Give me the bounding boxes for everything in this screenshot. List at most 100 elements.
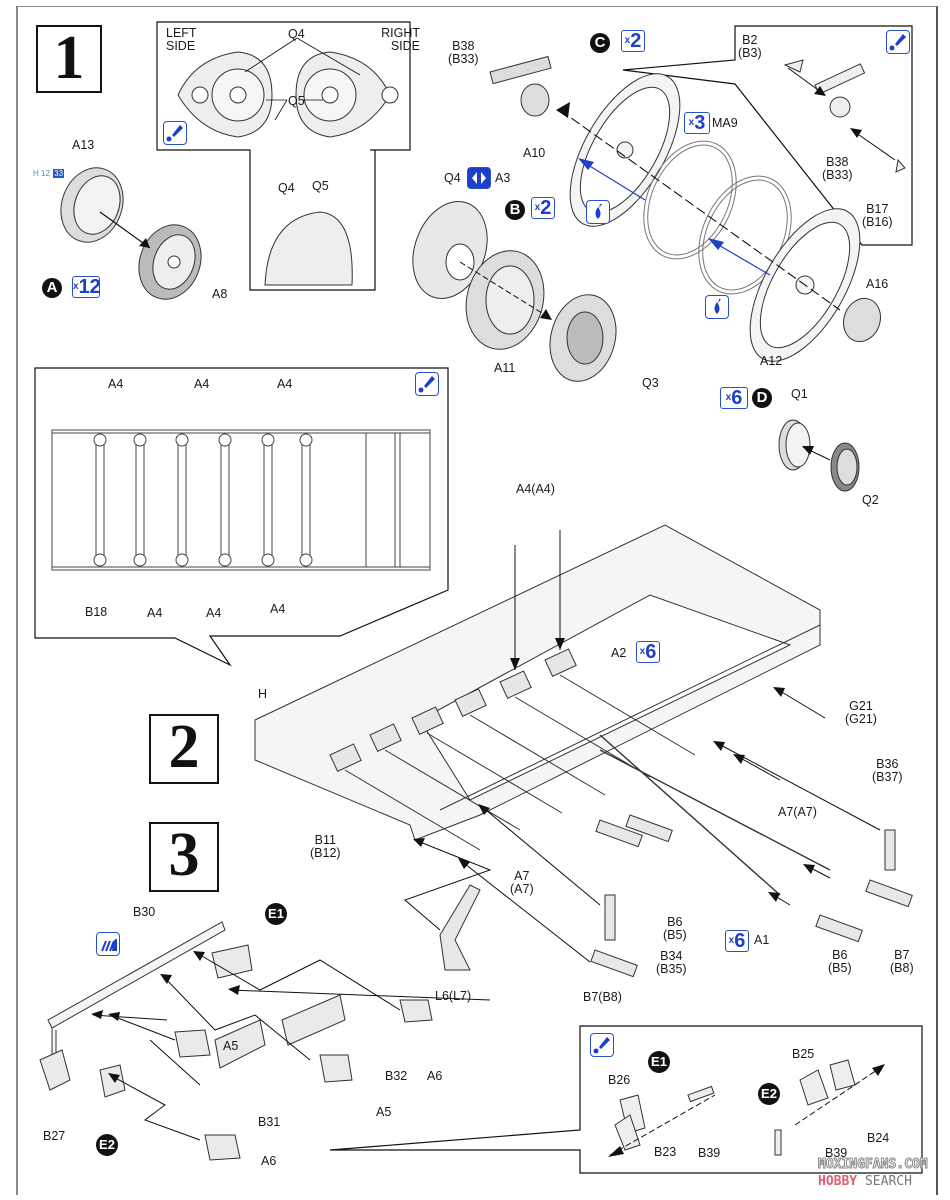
label-b39-left: B39 <box>698 1146 721 1160</box>
label-b24: B24 <box>867 1131 890 1145</box>
label-b6-top: B6 (B5) <box>663 915 687 942</box>
color-code-number: 33 <box>53 169 65 178</box>
label-a2: A2 <box>611 646 627 660</box>
glue-drop-icon <box>705 295 729 319</box>
detail-e1-badge: E1 <box>648 1051 670 1073</box>
label-q3: Q3 <box>642 376 659 390</box>
suspension-housing <box>499 670 532 699</box>
quantity-b: 2 <box>540 197 552 219</box>
idler-arm <box>489 55 552 117</box>
quantity-badge-d: x6 <box>720 387 748 409</box>
label-b27: B27 <box>43 1129 66 1143</box>
paint-brush-icon <box>590 1033 614 1057</box>
label-a6-bottom: A6 <box>261 1154 277 1168</box>
label-a12: A12 <box>760 354 783 368</box>
axle-lines <box>599 734 831 896</box>
label-b7-right: B7 (B8) <box>890 948 914 975</box>
inset-frame-topview <box>34 367 449 667</box>
bearing-a4 <box>218 433 232 447</box>
label-b6-bottom: B6 (B5) <box>828 948 852 975</box>
detail-e1-parts <box>614 1085 715 1151</box>
quantity-d: 6 <box>731 387 743 409</box>
watermark-brand-highlight: HOBBY <box>818 1174 858 1189</box>
label-a3: A3 <box>495 171 511 185</box>
housing-detail <box>264 211 353 286</box>
texture-stripes-icon <box>96 932 120 956</box>
suspension-housing <box>411 706 444 735</box>
label-b36: B36 (B37) <box>872 757 903 784</box>
label-b17: B17 (B16) <box>862 202 893 229</box>
torsion-bar <box>426 732 563 814</box>
rubber-ring-1 <box>643 140 737 260</box>
label-a5-top: A5 <box>223 1039 239 1053</box>
quantity-ma9: 3 <box>694 112 706 134</box>
watermark-brand: HOBBY SEARCH <box>818 1174 912 1189</box>
step-number-2: 2 <box>149 714 219 784</box>
sprocket-housing-left <box>177 51 273 138</box>
label-b30: B30 <box>133 905 156 919</box>
label-a13: A13 <box>72 138 95 152</box>
step3-brackets <box>39 944 433 1161</box>
quantity-c: 2 <box>630 30 642 52</box>
quantity-badge-ma9: x3 <box>684 112 710 134</box>
sub-assembly-a-badge: A <box>42 278 62 298</box>
torsion-bar <box>135 439 145 561</box>
suspension-housing <box>544 648 577 677</box>
bearing-a4 <box>175 553 189 567</box>
bearing-a4 <box>133 433 147 447</box>
sub-assembly-e2-badge: E2 <box>96 1134 118 1156</box>
label-a4-pair: A4(A4) <box>516 482 555 496</box>
torsion-bar <box>220 439 230 561</box>
swap-option-icon <box>467 167 491 189</box>
quantity-badge-a2: x6 <box>636 641 660 663</box>
label-l6: L6(L7) <box>435 989 472 1003</box>
label-ma9: MA9 <box>712 116 738 130</box>
return-roller-q1 <box>778 419 811 471</box>
bearing-a4 <box>299 433 313 447</box>
sub-assembly-e1-badge: E1 <box>265 903 287 925</box>
label-a4-bottom-1: A4 <box>147 606 163 620</box>
bearing-a4 <box>93 433 107 447</box>
color-code-prefix: H 12 <box>33 169 50 178</box>
label-q2: Q2 <box>862 493 879 507</box>
suspension-arms <box>439 814 913 978</box>
label-b34: B34 (B35) <box>656 949 687 976</box>
detail-e2-parts <box>774 1059 856 1156</box>
label-q4-detail: Q4 <box>278 181 295 195</box>
sub-assembly-d-badge: D <box>752 388 772 408</box>
suspension-housings <box>329 648 696 851</box>
paint-brush-icon <box>886 30 910 54</box>
label-q5-detail: Q5 <box>312 179 329 193</box>
road-wheel-outer <box>60 167 124 243</box>
bearing-a4 <box>93 553 107 567</box>
left-side-label: LEFT SIDE <box>166 26 197 53</box>
label-a16: A16 <box>866 277 889 291</box>
quantity-a: 12 <box>78 276 101 298</box>
detail-e2-badge: E2 <box>758 1083 780 1105</box>
bearing-a4 <box>261 433 275 447</box>
sprocket-back <box>549 294 617 382</box>
step-number-1: 1 <box>36 25 102 93</box>
quantity-badge-a1: x6 <box>725 930 749 952</box>
torsion-bars-topview <box>93 433 313 567</box>
inset-frame-step3-detail <box>329 1025 923 1174</box>
label-b32: B32 <box>385 1069 408 1083</box>
bearing-a4 <box>299 553 313 567</box>
label-a11: A11 <box>494 361 516 375</box>
bearing-a4 <box>133 553 147 567</box>
bearing-a4 <box>261 553 275 567</box>
label-a4-top-1: A4 <box>108 377 124 391</box>
label-b7-left: B7(B8) <box>583 990 622 1004</box>
label-b2: B2 (B3) <box>738 33 762 60</box>
torsion-bar <box>95 439 105 561</box>
suspension-housing <box>369 723 402 752</box>
label-hull-h: H <box>258 687 268 701</box>
quantity-badge-c: x2 <box>621 30 645 52</box>
label-b38-idler: B38 (B33) <box>448 39 479 66</box>
quantity-badge-a: x12 <box>72 276 101 298</box>
label-a4-bottom-2: A4 <box>206 606 222 620</box>
label-b25: B25 <box>792 1047 815 1061</box>
quantity-badge-b: x2 <box>531 197 555 219</box>
torsion-bar <box>559 674 696 756</box>
